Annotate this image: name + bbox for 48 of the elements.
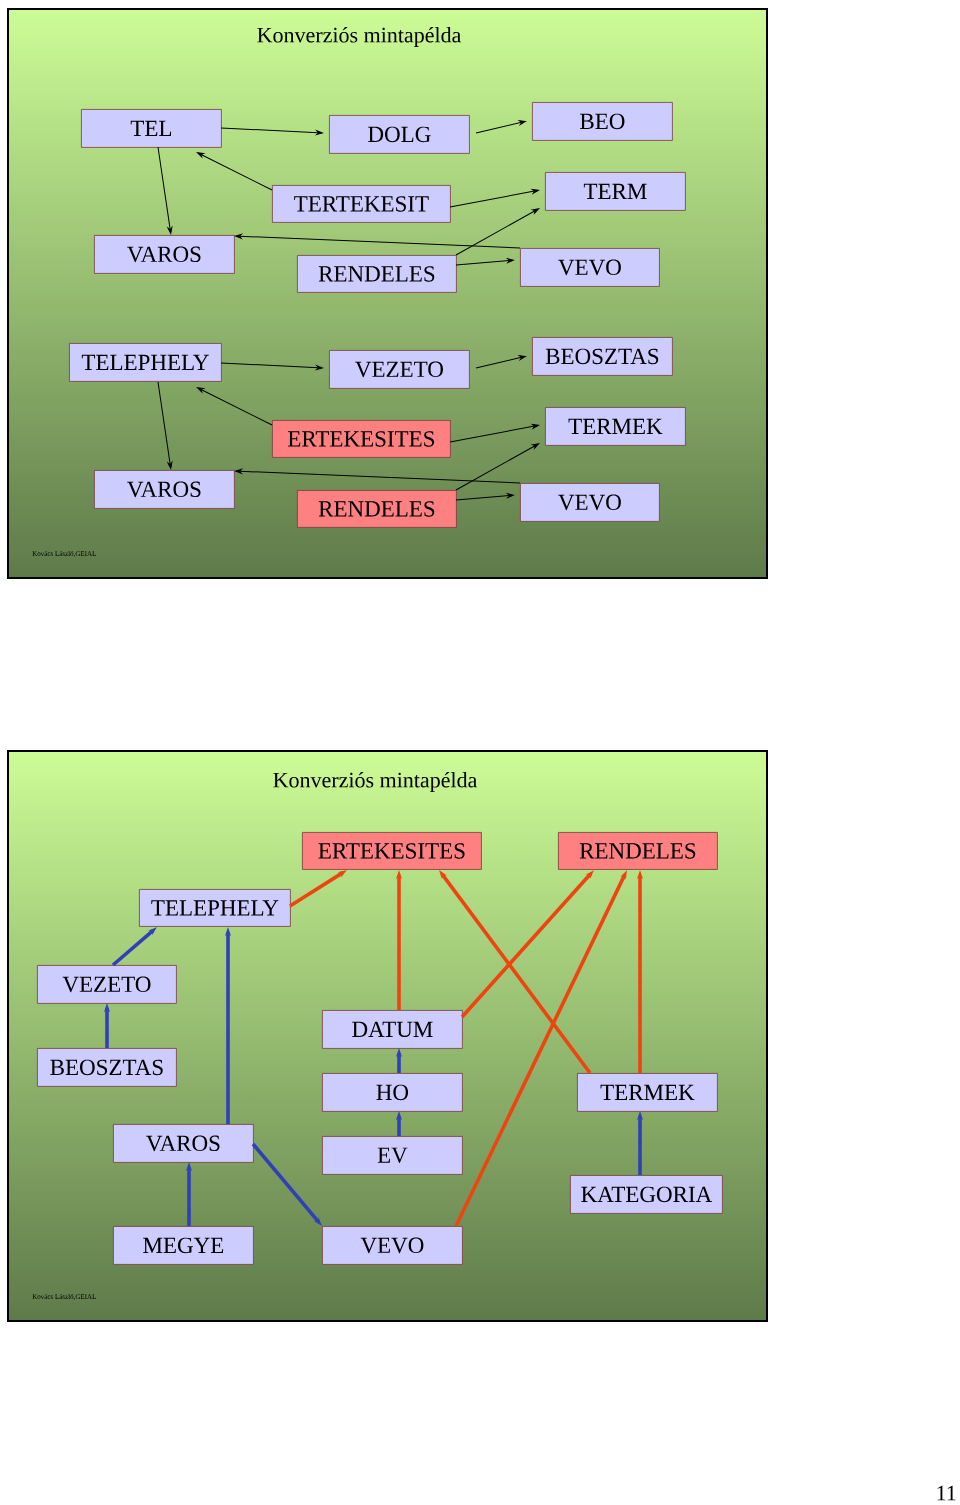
arrow bbox=[475, 355, 526, 369]
table-box: EV bbox=[322, 1136, 463, 1175]
table-box: TELEPHELY bbox=[69, 343, 222, 382]
arrow bbox=[449, 424, 539, 443]
table-box: BEO bbox=[532, 102, 673, 141]
arrow bbox=[157, 381, 173, 469]
table-box: RENDELES bbox=[297, 255, 457, 293]
arrow bbox=[235, 468, 521, 484]
table-box: TERMEK bbox=[545, 407, 686, 446]
table-box: RENDELES bbox=[558, 832, 718, 870]
arrow bbox=[235, 233, 521, 249]
arrow bbox=[455, 258, 514, 266]
table-box: ERTEKESITES bbox=[272, 420, 451, 458]
table-box: TERTEKESIT bbox=[272, 185, 451, 223]
table-box: DATUM bbox=[322, 1010, 463, 1049]
table-box: TEL bbox=[81, 109, 222, 148]
table-box: TELEPHELY bbox=[139, 889, 291, 927]
table-box: TERMEK bbox=[577, 1073, 718, 1112]
slide-title: Konverziós mintapélda bbox=[273, 772, 478, 792]
arrow bbox=[449, 189, 539, 208]
table-box: KATEGORIA bbox=[570, 1175, 723, 1214]
table-box: HO bbox=[322, 1073, 463, 1112]
arrow bbox=[196, 152, 273, 191]
arrow bbox=[220, 127, 323, 136]
table-box: VEVO bbox=[520, 483, 660, 522]
arrow bbox=[157, 146, 173, 234]
table-box: RENDELES bbox=[297, 490, 457, 528]
arrow bbox=[455, 208, 540, 256]
table-box: VAROS bbox=[94, 470, 235, 509]
arrow bbox=[196, 387, 273, 426]
arrow bbox=[455, 443, 540, 491]
table-box: BEOSZTAS bbox=[37, 1048, 177, 1087]
table-box: VEVO bbox=[322, 1226, 463, 1265]
table-box: VAROS bbox=[94, 235, 235, 274]
table-box: VAROS bbox=[113, 1124, 254, 1163]
table-box: ERTEKESITES bbox=[302, 832, 482, 870]
table-box: VEZETO bbox=[37, 965, 177, 1004]
page-number: 11 bbox=[937, 1485, 956, 1501]
table-box: DOLG bbox=[329, 115, 470, 154]
arrow bbox=[220, 362, 323, 371]
arrow bbox=[455, 493, 514, 501]
table-box: VEZETO bbox=[329, 350, 470, 389]
table-box: TERM bbox=[545, 172, 686, 211]
slide-title: Konverziós mintapélda bbox=[257, 27, 462, 47]
table-box: VEVO bbox=[520, 248, 660, 287]
table-box: MEGYE bbox=[113, 1226, 254, 1265]
arrow bbox=[475, 120, 526, 134]
table-box: BEOSZTAS bbox=[532, 337, 673, 376]
